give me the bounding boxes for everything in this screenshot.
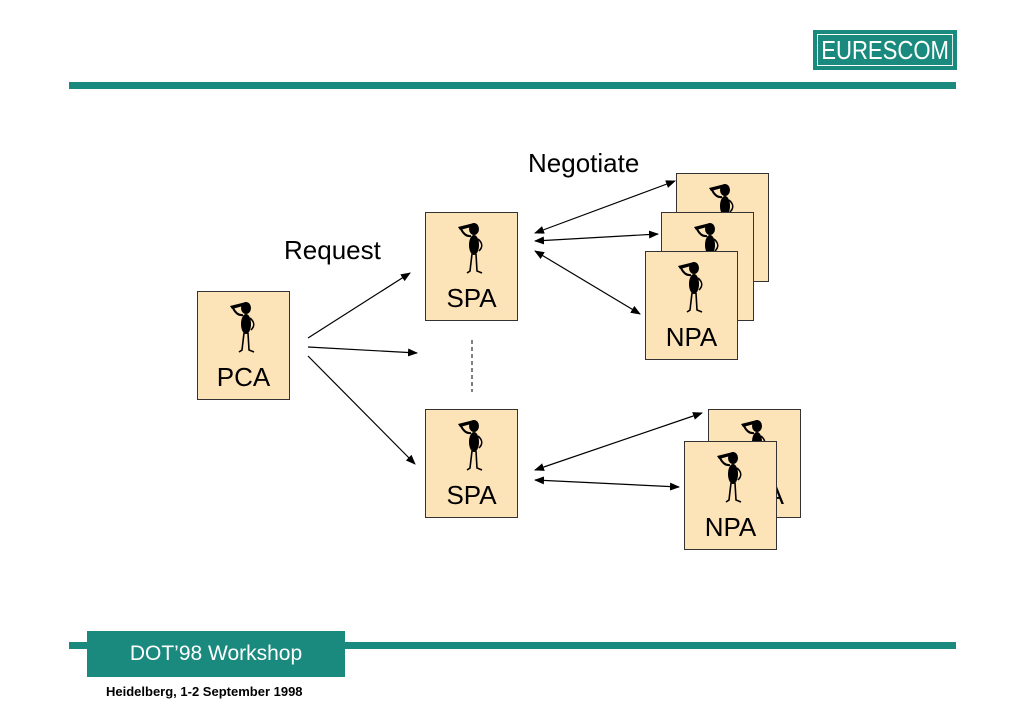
- thinking-person-icon: [716, 451, 742, 503]
- request-label: Request: [284, 235, 381, 265]
- npa-top-label: NPA: [665, 322, 718, 352]
- workshop-banner: DOT’98 Workshop: [87, 631, 345, 677]
- footer-rule: [69, 642, 956, 649]
- thinking-person-icon: [457, 222, 483, 274]
- eurescom-logo: EURESCOM: [813, 30, 957, 70]
- pca-box: PCA: [197, 291, 290, 400]
- thinking-person-icon: [457, 419, 483, 471]
- request-arrow-lower: [307, 355, 416, 465]
- thinking-person-icon: [677, 261, 703, 313]
- negotiate-arrow-3: [534, 250, 641, 315]
- thinking-person-icon: [229, 301, 255, 353]
- header-rule: [69, 82, 956, 89]
- request-arrow-upper: [307, 272, 411, 339]
- npa-bottom-label: NPA: [704, 512, 757, 542]
- venue-text: Heidelberg, 1-2 September 1998: [106, 684, 303, 699]
- pca-label: PCA: [216, 362, 271, 392]
- spa-top-box: SPA: [425, 212, 518, 321]
- negotiate-arrow-4: [534, 412, 703, 471]
- negotiate-arrow-5: [534, 476, 680, 491]
- negotiate-arrow-2: [534, 230, 659, 245]
- negotiate-arrow-1: [534, 180, 676, 234]
- spa-bottom-box: SPA: [425, 409, 518, 518]
- npa-top-box: NPA: [645, 251, 738, 360]
- spa-top-label: SPA: [446, 283, 497, 313]
- negotiate-label: Negotiate: [528, 148, 640, 178]
- request-arrow-middle: [307, 346, 418, 357]
- npa-bottom-box: NPA: [684, 441, 777, 550]
- spa-bottom-label: SPA: [446, 480, 497, 510]
